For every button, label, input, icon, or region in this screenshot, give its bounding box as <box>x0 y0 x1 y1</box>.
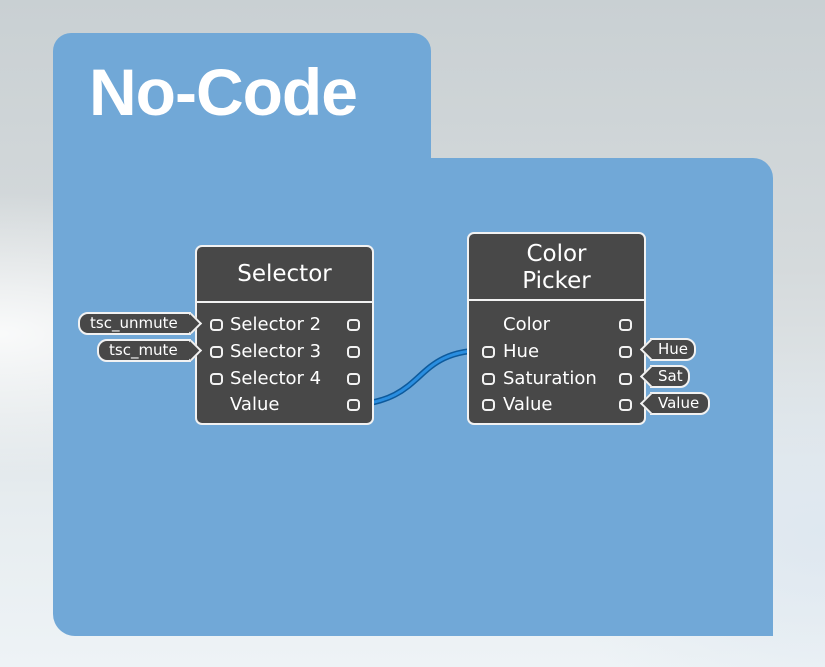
page-title: No-Code <box>89 55 358 129</box>
color-picker-node-header[interactable]: Color Picker <box>469 234 644 301</box>
selector-node-title: Selector <box>237 261 332 287</box>
color-picker-row-color: Color <box>469 313 644 337</box>
row-label: Selector 4 <box>230 368 322 389</box>
input-port[interactable] <box>210 346 223 358</box>
selector-node-header[interactable]: Selector <box>197 247 372 303</box>
output-port[interactable] <box>619 319 632 331</box>
row-label: Value <box>503 394 553 415</box>
input-port[interactable] <box>210 373 223 385</box>
color-picker-node[interactable]: Color Picker Color Hue Saturation Value <box>467 232 646 425</box>
color-picker-row-value: Value <box>469 393 644 417</box>
input-port[interactable] <box>210 319 223 331</box>
input-port[interactable] <box>482 399 495 411</box>
output-tag-value[interactable]: Value <box>639 392 710 415</box>
output-port[interactable] <box>347 319 360 331</box>
output-port[interactable] <box>347 346 360 358</box>
row-label: Color <box>503 314 550 335</box>
color-picker-row-hue: Hue <box>469 340 644 364</box>
output-port[interactable] <box>347 399 360 411</box>
output-port[interactable] <box>347 373 360 385</box>
color-picker-title-line1: Color <box>526 241 587 267</box>
input-port[interactable] <box>482 346 495 358</box>
color-picker-row-saturation: Saturation <box>469 367 644 391</box>
selector-row-2: Selector 2 <box>197 313 372 337</box>
selector-node[interactable]: Selector Selector 2 Selector 3 Selector … <box>195 245 374 425</box>
row-label: Selector 3 <box>230 341 322 362</box>
selector-row-4: Selector 4 <box>197 367 372 391</box>
color-picker-title-line2: Picker <box>522 268 591 294</box>
output-tag-hue[interactable]: Hue <box>639 338 696 361</box>
row-label: Hue <box>503 341 540 362</box>
row-label: Value <box>230 394 280 415</box>
row-label: Selector 2 <box>230 314 322 335</box>
selector-row-value: Value <box>197 393 372 417</box>
output-tag-sat[interactable]: Sat <box>639 365 690 388</box>
row-label: Saturation <box>503 368 597 389</box>
output-port[interactable] <box>619 373 632 385</box>
output-port[interactable] <box>619 346 632 358</box>
input-tag-tsc-unmute[interactable]: tsc_unmute <box>78 312 203 335</box>
folder-tab <box>53 33 431 173</box>
input-port[interactable] <box>482 373 495 385</box>
output-port[interactable] <box>619 399 632 411</box>
selector-row-3: Selector 3 <box>197 340 372 364</box>
input-tag-tsc-mute[interactable]: tsc_mute <box>97 339 203 362</box>
